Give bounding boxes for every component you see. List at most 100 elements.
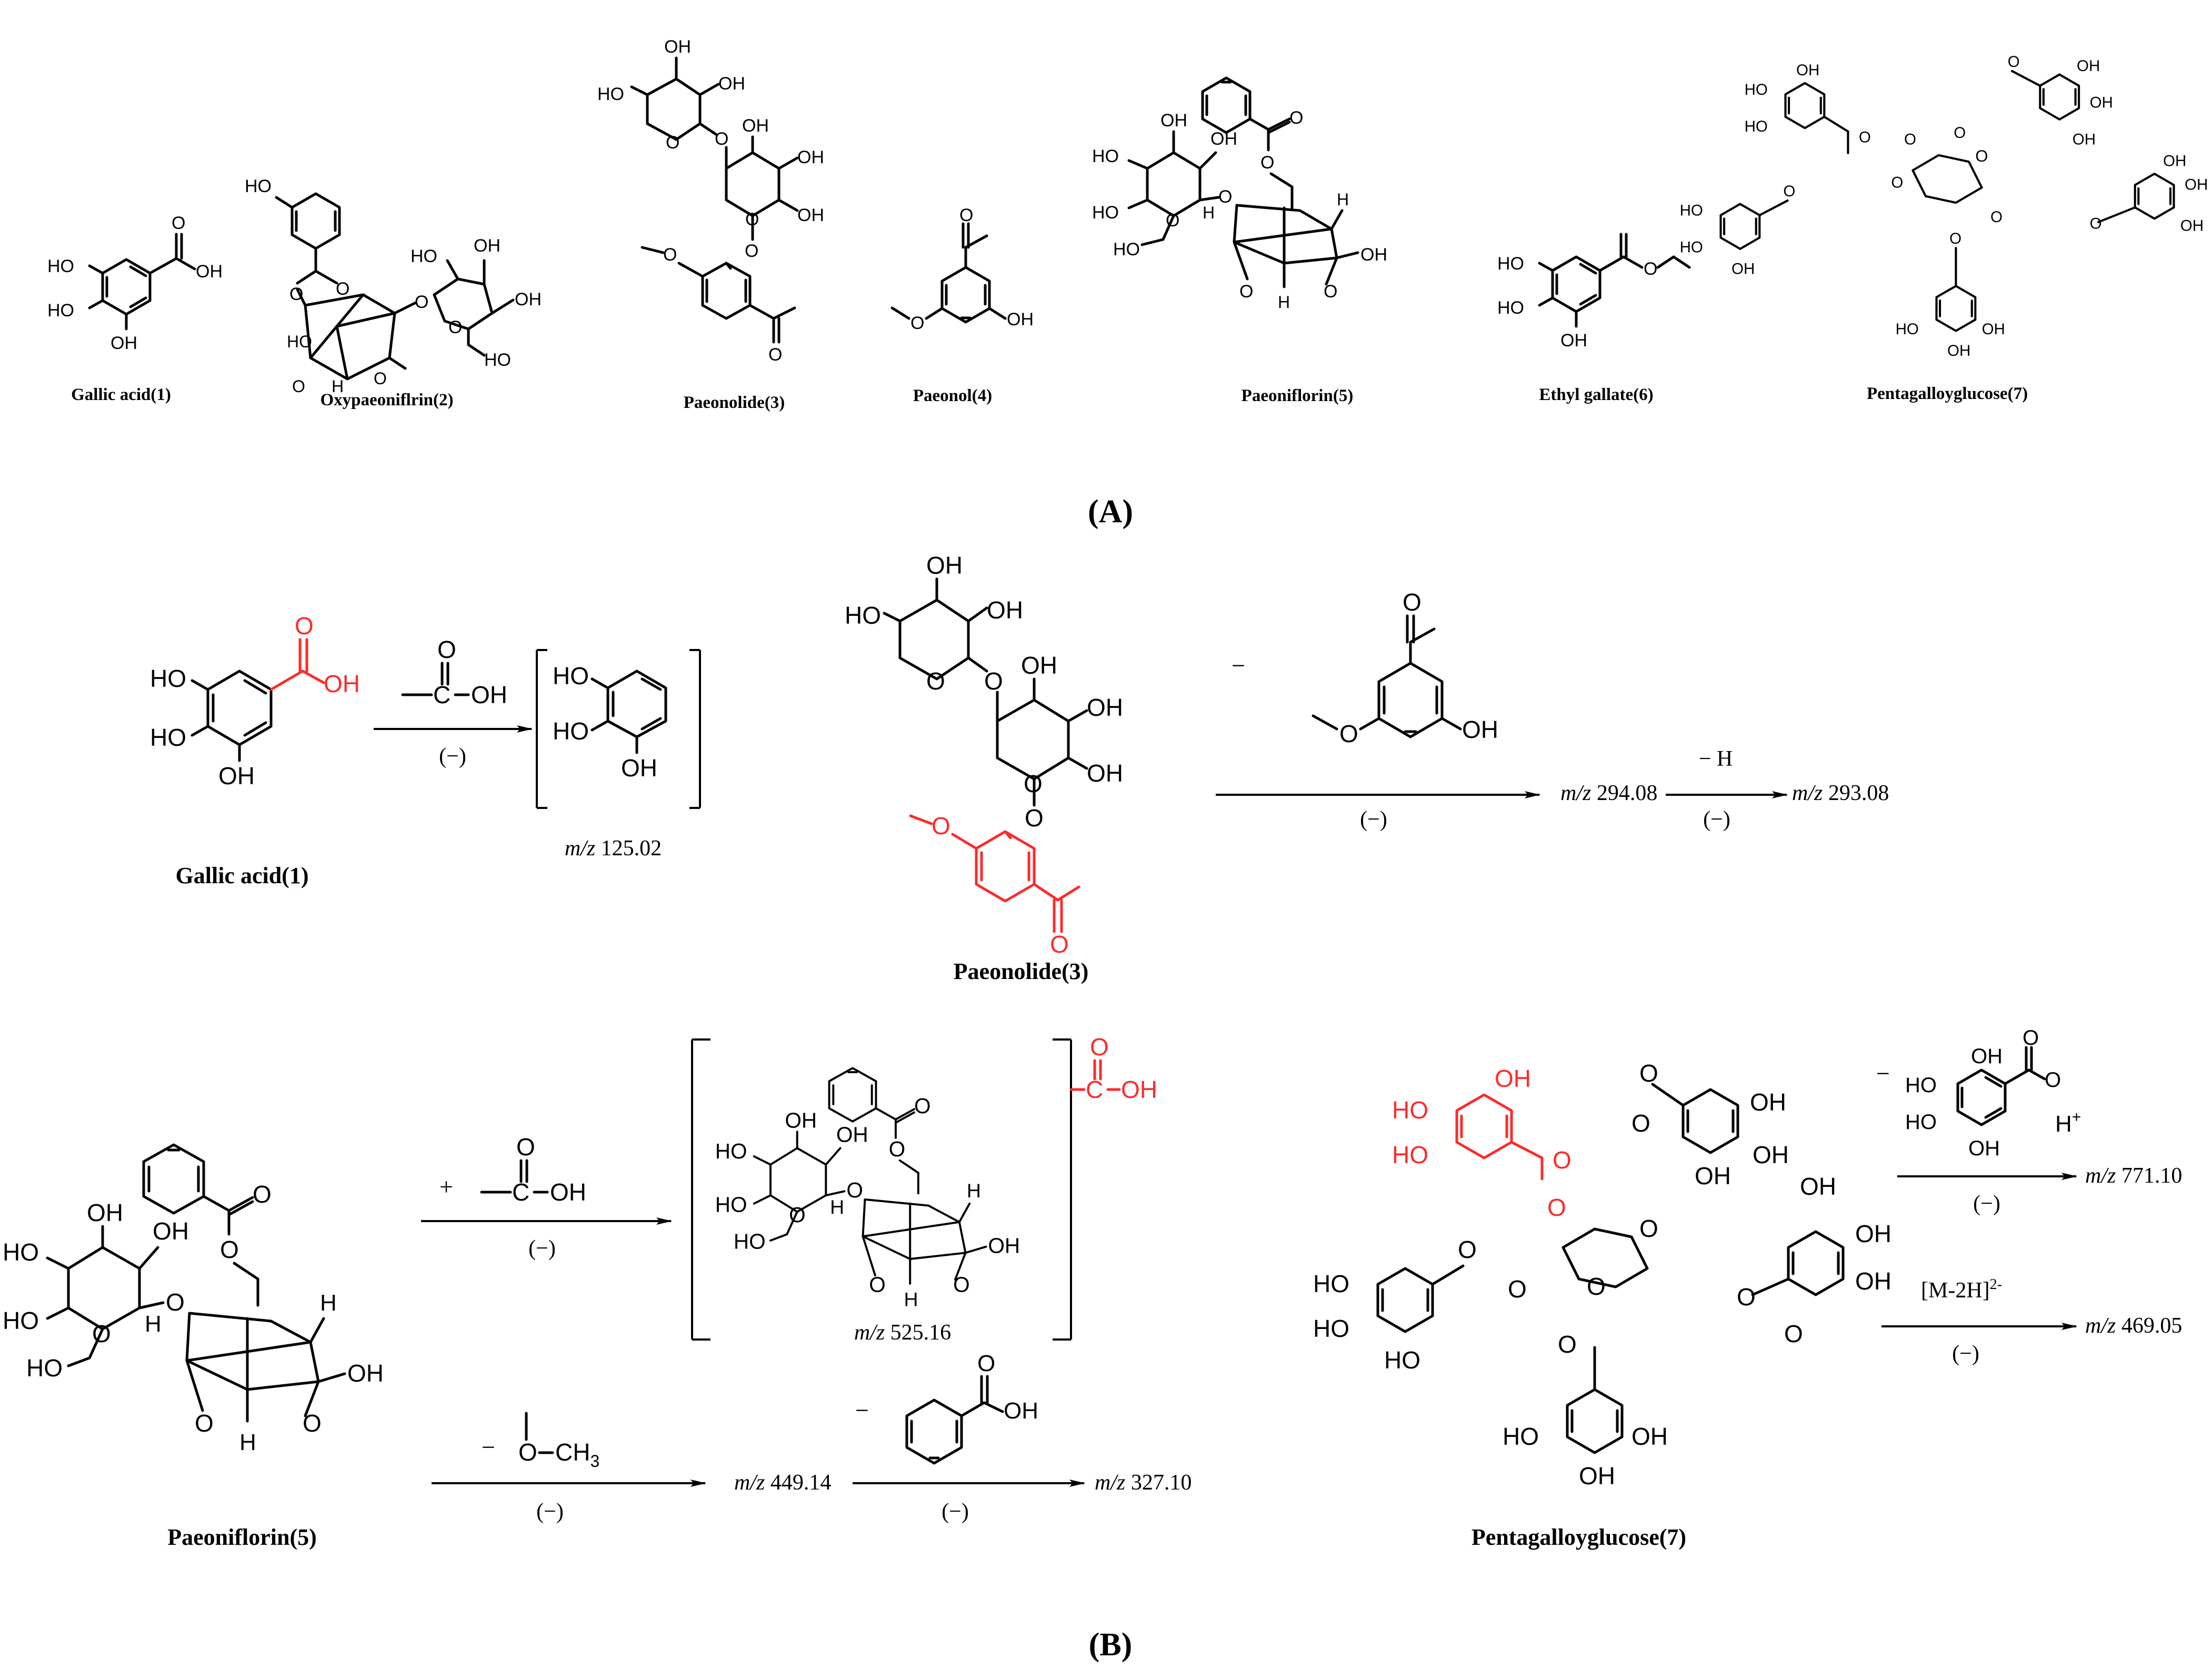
svg-text:OH: OH — [1731, 260, 1755, 277]
gallic-mode: (−) — [439, 744, 466, 768]
svg-text:O: O — [1050, 931, 1069, 958]
svg-text:OH: OH — [324, 670, 360, 697]
svg-text:O: O — [415, 292, 428, 312]
svg-text:O: O — [910, 313, 924, 333]
svg-text:O: O — [959, 205, 973, 225]
paeoniflorin-loss2-mz-value: 327.10 — [1131, 1471, 1192, 1495]
svg-text:HO: HO — [1503, 1423, 1539, 1450]
mz-prefix: m/z — [2085, 1314, 2116, 1338]
svg-text:OH: OH — [742, 116, 769, 136]
svg-text:OH: OH — [2073, 131, 2096, 148]
paeoniflorin-loss2-sign: − — [855, 1397, 869, 1424]
svg-text:O: O — [1553, 1146, 1572, 1174]
svg-text:OH: OH — [1800, 1173, 1836, 1200]
svg-text:OH: OH — [196, 262, 223, 282]
svg-text:OH: OH — [1855, 1267, 1891, 1295]
paeonol-structure-a: O OH O — [890, 205, 1034, 333]
svg-text:HO: HO — [1497, 254, 1524, 274]
compound-label-2: Oxypaeoniflrin(2) — [321, 391, 454, 409]
svg-text:HO: HO — [1392, 1096, 1428, 1124]
svg-text:OH: OH — [471, 681, 507, 708]
svg-text:HO: HO — [3, 1307, 39, 1334]
svg-text:OH: OH — [1982, 321, 2005, 338]
svg-text:CH3: CH3 — [555, 1438, 599, 1471]
svg-text:O: O — [1458, 1236, 1477, 1263]
svg-text:HO: HO — [1313, 1315, 1349, 1342]
svg-text:O: O — [1260, 153, 1274, 173]
mz-prefix: m/z — [1095, 1471, 1125, 1495]
svg-text:H: H — [967, 1180, 981, 1202]
paeoniflorin-structure-b: O O O OH OH HO HO HO O H O O H H OH — [3, 1143, 384, 1455]
svg-text:HO: HO — [715, 1192, 747, 1216]
svg-text:OH: OH — [2077, 57, 2100, 75]
svg-text:HO: HO — [1680, 238, 1703, 256]
svg-text:O: O — [1783, 183, 1795, 200]
svg-text:OH: OH — [87, 1199, 123, 1226]
compound-label-7: Pentagalloyglucose(7) — [1867, 384, 2028, 403]
svg-text:OH: OH — [1087, 759, 1123, 787]
svg-text:HO: HO — [597, 84, 624, 104]
svg-text:O: O — [1547, 1194, 1566, 1221]
svg-text:HO: HO — [1896, 321, 1919, 338]
svg-text:O: O — [768, 345, 782, 365]
svg-text:O: O — [1558, 1331, 1577, 1358]
svg-text:O: O — [666, 133, 679, 153]
compound-label-b-7: Pentagalloyglucose(7) — [1472, 1524, 1686, 1550]
svg-text:O: O — [336, 279, 349, 299]
svg-text:OH: OH — [111, 333, 137, 353]
ethyl-gallate-structure: O HO HO OH — [1497, 233, 1691, 351]
svg-text:H: H — [904, 1288, 918, 1311]
svg-text:O: O — [1949, 230, 1961, 247]
svg-text:HO: HO — [3, 1238, 39, 1266]
svg-text:O: O — [1639, 1215, 1658, 1242]
compound-label-6: Ethyl gallate(6) — [1539, 385, 1653, 404]
paeoniflorin-loss1-sign: − — [482, 1434, 495, 1461]
svg-text:H: H — [320, 1290, 337, 1316]
svg-text:H: H — [332, 377, 344, 396]
pentagalloyl-loss-sign: − — [1876, 1060, 1890, 1087]
svg-text:O: O — [1784, 1320, 1803, 1347]
compound-label-b-1: Gallic acid(1) — [176, 863, 309, 888]
svg-text:O: O — [745, 241, 758, 261]
svg-text:OH: OH — [474, 236, 501, 256]
svg-text:HO: HO — [715, 1139, 747, 1163]
svg-text:H: H — [830, 1196, 844, 1218]
gallic-acid-structure-b: O OH HO HO OH — [150, 612, 360, 789]
paeoniflorin-adduct-mode: (−) — [528, 1236, 556, 1261]
svg-text:O: O — [1644, 259, 1657, 279]
mz-prefix: m/z — [854, 1321, 885, 1345]
compound-label-1: Gallic acid(1) — [71, 385, 171, 404]
svg-text:HO: HO — [47, 301, 74, 321]
svg-text:H: H — [145, 1311, 162, 1337]
paeonolide-step2-mode: (−) — [1703, 807, 1730, 832]
svg-text:O: O — [2045, 1068, 2061, 1092]
paeoniflorin-structure-a: O O O OH OH HO HO HO O H O O H H OH — [1092, 76, 1387, 312]
svg-text:OH: OH — [515, 289, 542, 309]
gallic-acid-structure-a: O OH HO HO OH — [47, 213, 223, 353]
svg-text:HO: HO — [553, 662, 589, 689]
svg-text:OH: OH — [2090, 94, 2113, 112]
svg-text:O: O — [1218, 187, 1232, 207]
gallic-acid-loss-fragment: O O OH HO HO OH — [1905, 1026, 2061, 1160]
oxypaeoniflrin-structure: HO O O HO O H O O O HO OH OH HO — [245, 176, 542, 396]
pentagalloyl-loss-mode: (−) — [1973, 1192, 2000, 1216]
svg-text:HO: HO — [1113, 239, 1140, 259]
svg-text:O: O — [172, 213, 185, 233]
svg-text:O: O — [437, 636, 456, 663]
svg-text:O: O — [1587, 1273, 1606, 1300]
svg-text:OH: OH — [2180, 217, 2204, 234]
svg-text:HO: HO — [26, 1354, 63, 1382]
svg-text:HO: HO — [1313, 1270, 1349, 1297]
svg-text:O: O — [1891, 174, 1903, 191]
svg-text:O: O — [846, 1178, 863, 1202]
svg-text:HO: HO — [1384, 1346, 1420, 1374]
svg-text:O: O — [1639, 1060, 1658, 1087]
mz-prefix: m/z — [565, 836, 595, 861]
svg-text:O: O — [914, 1094, 931, 1118]
compound-label-5: Paeoniflorin(5) — [1242, 386, 1354, 405]
svg-text:OH: OH — [1968, 1137, 2000, 1160]
svg-text:O: O — [253, 1181, 272, 1208]
svg-text:O: O — [1090, 1033, 1109, 1061]
svg-text:OH: OH — [1021, 652, 1057, 679]
paeonolide-step1-mode: (−) — [1360, 807, 1387, 832]
